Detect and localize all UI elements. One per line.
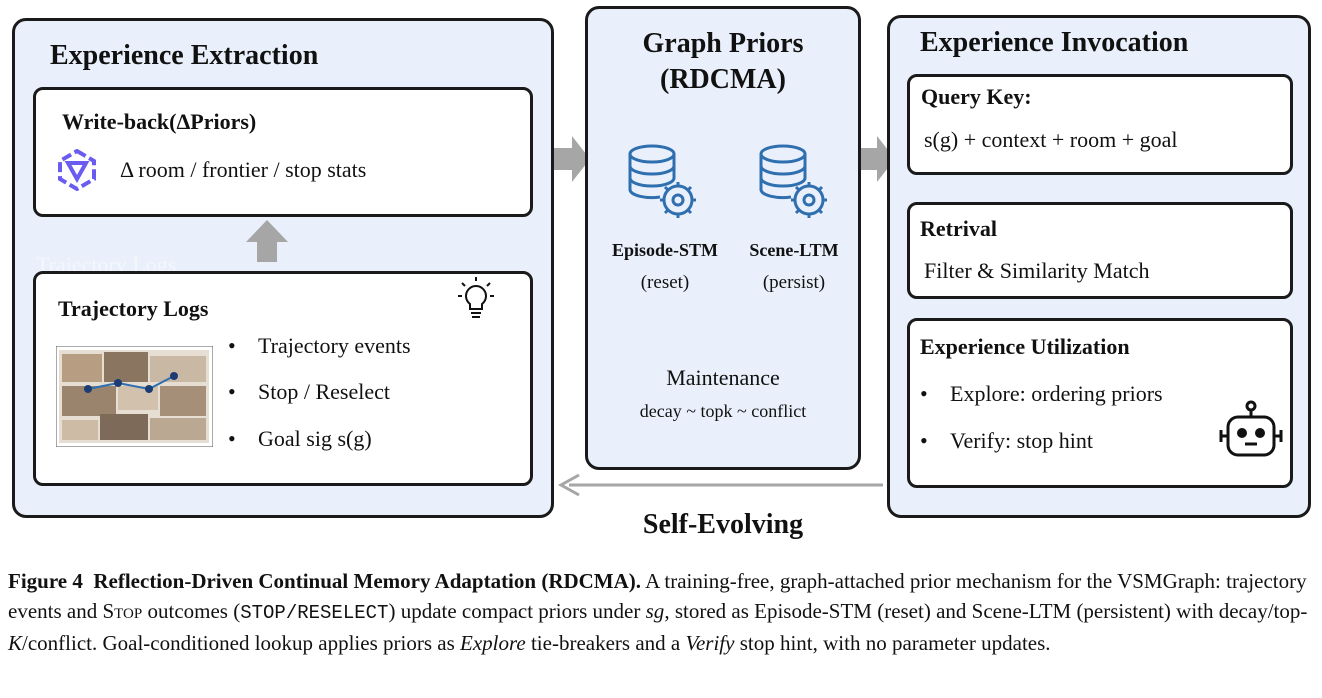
logs-bullet-2: Stop / Reselect	[228, 379, 390, 405]
query-key-card	[907, 74, 1293, 175]
caption-part-6: tie-breakers and a	[525, 631, 686, 655]
caption-title: Reflection-Driven Continual Memory Adapt…	[93, 569, 642, 593]
query-key-title: Query Key:	[921, 84, 1032, 109]
graph-priors-subtitle: (RDCMA)	[660, 64, 786, 95]
caption-code: STOP/RESELECT	[240, 602, 389, 624]
stm-label: Episode-STM	[611, 240, 719, 260]
graph-priors-title: Graph Priors	[642, 28, 804, 59]
query-key-text: s(g) + context + room + goal	[924, 127, 1178, 152]
experience-utilization-title: Experience Utilization	[920, 334, 1130, 359]
maintenance-text: decay ~ topk ~ conflict	[639, 401, 807, 421]
caption-label: Figure 4	[8, 569, 83, 593]
experience-invocation-title: Experience Invocation	[920, 27, 1189, 58]
writeback-text: Δ room / frontier / stop stats	[120, 157, 367, 182]
trajectory-logs-title: Trajectory Logs	[58, 296, 209, 321]
self-evolving-label: Self-Evolving	[642, 509, 804, 540]
caption-explore: Explore	[460, 631, 526, 655]
writeback-card	[33, 87, 533, 217]
maintenance-title: Maintenance	[666, 365, 780, 390]
ai-logo-icon	[58, 149, 96, 191]
caption-part-2: outcomes (	[142, 599, 241, 623]
ltm-label: Scene-LTM	[749, 240, 839, 260]
ltm-note: (persist)	[762, 272, 826, 293]
caption-part-1: A training-free, graph-attached prior me…	[8, 569, 1307, 623]
experience-extraction-title: Experience Extraction	[50, 40, 319, 71]
right-arrow-2	[859, 136, 895, 182]
right-arrow-1	[554, 136, 590, 182]
caption-part-5: /conflict. Goal-conditioned lookup appli…	[22, 631, 461, 655]
caption-stop-word: Stop	[102, 599, 143, 623]
figure-caption: Figure 4 Reflection-Driven Continual Mem…	[8, 566, 1314, 658]
utilization-bullet-2: Verify: stop hint	[920, 428, 1093, 454]
graph-priors-panel	[585, 6, 861, 470]
caption-part-7: stop hint, with no parameter updates.	[734, 631, 1051, 655]
self-evolving-arrow	[557, 473, 883, 497]
database-gear-icon-stm	[628, 144, 696, 218]
retrieval-card	[907, 202, 1293, 299]
retrieval-title: Retrival	[920, 216, 997, 241]
caption-part-3: ) update compact priors under	[388, 599, 646, 623]
caption-k: K	[8, 631, 23, 655]
retrieval-text: Filter & Similarity Match	[924, 258, 1150, 283]
utilization-bullet-1: Explore: ordering priors	[920, 381, 1163, 407]
stm-note: (reset)	[640, 272, 690, 293]
database-gear-icon-ltm	[759, 144, 827, 218]
up-arrow	[246, 220, 288, 262]
logs-bullet-3: Goal sig s(g)	[228, 426, 372, 452]
robot-icon	[1219, 400, 1283, 457]
caption-part-4: , stored as Episode-STM (reset) and Scen…	[664, 599, 1308, 623]
trajectory-floorplan-image	[56, 346, 213, 447]
caption-verify: Verify	[685, 631, 735, 655]
logs-bullet-1: Trajectory events	[228, 333, 411, 359]
writeback-title: Write-back(ΔPriors)	[62, 109, 257, 134]
caption-sg: sg	[645, 599, 665, 623]
lightbulb-icon	[458, 277, 494, 318]
